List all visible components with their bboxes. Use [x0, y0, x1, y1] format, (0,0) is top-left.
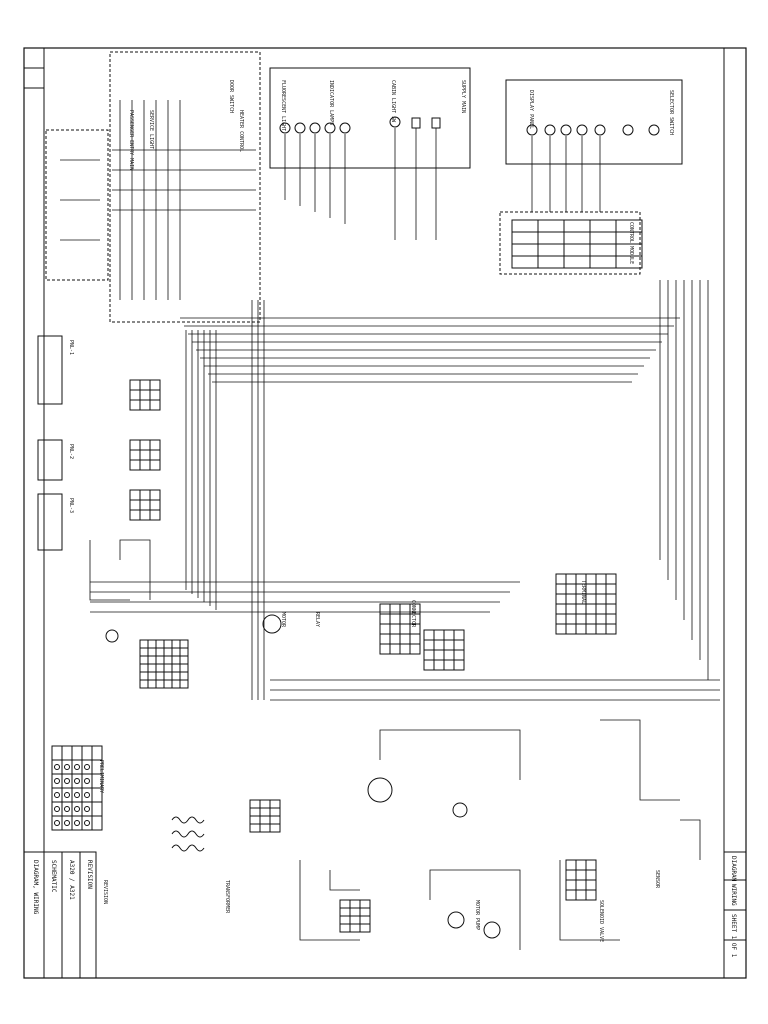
component-group-left — [45, 129, 109, 281]
revision-title: REVISION — [102, 880, 108, 904]
label-panel-2: PNL-2 — [68, 444, 74, 459]
terminal-blocks — [129, 219, 643, 933]
title-block-right — [723, 851, 747, 979]
label-mid-1: MOTOR — [280, 612, 286, 628]
lamp-row-right — [526, 124, 660, 136]
label-mid-3: CONNECTOR — [410, 600, 416, 628]
label-panel-3: PNL-3 — [68, 498, 74, 513]
title-right-1: DIAGRAM — [730, 856, 737, 882]
label-mid-2: RELAY — [314, 612, 320, 627]
label-top-right-2: CONTROL MODULE — [628, 222, 634, 264]
label-bottom-3: SOLENOID VALVE — [598, 900, 604, 942]
wiring-lines — [60, 100, 720, 950]
component-group-top-right — [505, 79, 683, 165]
title-left-1: DIAGRAM, WIRING — [32, 860, 39, 915]
title-left-4: REVISION — [86, 860, 93, 889]
component-group-top-center — [269, 67, 471, 169]
label-bottom-2: MOTOR PUMP — [474, 900, 480, 930]
title-right-3: SHEET 1 OF 1 — [730, 914, 737, 958]
label-top-center-1: FLUORESCENT LIGHT — [280, 80, 286, 131]
label-top-left-4: HEATER CONTROL — [238, 110, 244, 152]
label-top-center-4: SUPPLY MAIN — [460, 80, 466, 113]
label-top-left-3: DOOR SWITCH — [228, 80, 234, 113]
sheet-border — [23, 47, 747, 979]
label-top-right-1: DISPLAY PANEL — [528, 90, 534, 129]
title-left-3: A320 / A321 — [68, 860, 75, 900]
corner-marker — [23, 47, 45, 89]
component-group-top-left — [109, 51, 261, 323]
label-top-left-1: PASSENGER ENTRY MAIN — [128, 110, 134, 170]
control-module — [499, 211, 641, 275]
label-top-left-2: SERVICE LIGHT — [148, 110, 154, 149]
label-bottom-4: SENSOR — [654, 870, 660, 889]
label-top-center-3: CABIN LIGHT SW — [390, 80, 396, 123]
title-left-2: SCHEMATIC — [50, 860, 57, 893]
label-panel-1: PNL-1 — [68, 340, 74, 355]
label-mid-4: TERMINAL — [580, 580, 586, 604]
title-right-2: WIRING — [730, 884, 737, 906]
left-terminal-panels — [37, 335, 63, 551]
label-bottom-1: TRANSFORMER — [224, 880, 230, 914]
legend-table — [51, 745, 103, 831]
coil-symbols — [171, 816, 205, 852]
title-block-left — [23, 851, 97, 979]
label-top-center-2: INDICATOR LAMPS — [328, 80, 334, 125]
label-top-right-3: SELECTOR SWITCH — [668, 90, 674, 135]
motor-symbols — [105, 614, 501, 939]
legend-title: PRELIMINARY — [98, 760, 104, 793]
